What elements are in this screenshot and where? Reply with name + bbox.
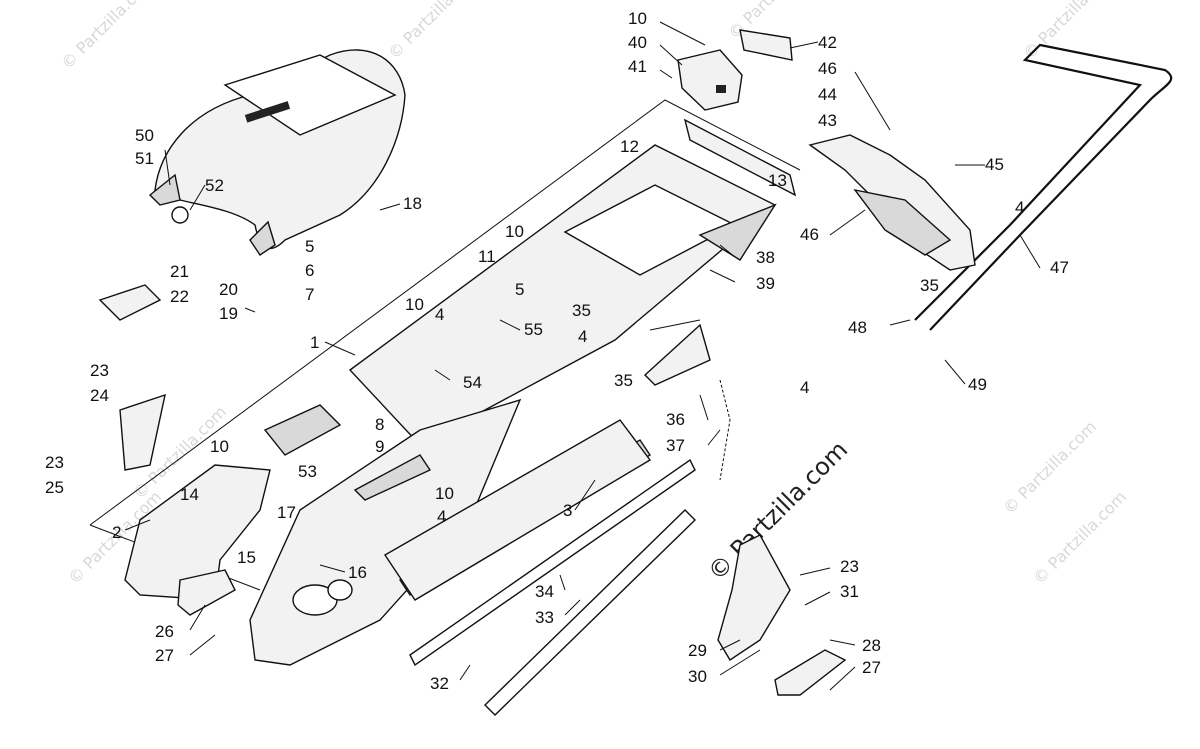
callout-35: 35 bbox=[572, 301, 591, 320]
watermark-center: © Partzilla.com bbox=[702, 435, 853, 586]
callout-43: 43 bbox=[818, 111, 837, 130]
callout-10: 10 bbox=[628, 9, 647, 28]
callout-39: 39 bbox=[756, 274, 775, 293]
callout-10: 10 bbox=[210, 437, 229, 456]
leader-lines bbox=[124, 21, 1041, 691]
callout-27: 27 bbox=[155, 646, 174, 665]
watermark-top-center-left: © Partzilla.com bbox=[384, 0, 485, 63]
callout-12: 12 bbox=[620, 137, 639, 156]
callout-30: 30 bbox=[688, 667, 707, 686]
callout-28: 28 bbox=[862, 636, 881, 655]
callout-49: 49 bbox=[968, 375, 987, 394]
watermark-mid-right: © Partzilla.com bbox=[999, 417, 1100, 518]
callout-36: 36 bbox=[666, 410, 685, 429]
callout-10: 10 bbox=[405, 295, 424, 314]
callout-50: 50 bbox=[135, 126, 154, 145]
callout-labels: 1 2 3 4 4 4 4 4 5 5 6 7 8 9 10 10 10 10 … bbox=[45, 9, 1069, 693]
callout-54: 54 bbox=[463, 373, 482, 392]
callout-4: 4 bbox=[437, 507, 446, 526]
callout-23: 23 bbox=[45, 453, 64, 472]
foot-step-assemblies bbox=[98, 284, 847, 696]
callout-47: 47 bbox=[1050, 258, 1069, 277]
callout-19: 19 bbox=[219, 304, 238, 323]
callout-11: 11 bbox=[478, 247, 496, 266]
callout-5: 5 bbox=[305, 237, 314, 256]
callout-44: 44 bbox=[818, 85, 837, 104]
callout-10: 10 bbox=[505, 222, 524, 241]
callout-3: 3 bbox=[563, 501, 572, 520]
tunnel-assembly bbox=[348, 118, 797, 446]
side-panels bbox=[124, 398, 522, 666]
callout-10: 10 bbox=[435, 484, 454, 503]
latch-assembly bbox=[677, 29, 793, 111]
callout-31: 31 bbox=[840, 582, 859, 601]
callout-35: 35 bbox=[614, 371, 633, 390]
callout-46: 46 bbox=[800, 225, 819, 244]
callout-45: 45 bbox=[985, 155, 1004, 174]
callout-20: 20 bbox=[219, 280, 238, 299]
callout-29: 29 bbox=[688, 641, 707, 660]
callout-13: 13 bbox=[768, 171, 787, 190]
callout-14: 14 bbox=[180, 485, 199, 504]
callout-46: 46 bbox=[818, 59, 837, 78]
callout-4: 4 bbox=[1015, 198, 1024, 217]
rear-bumper bbox=[808, 43, 1173, 331]
callout-8: 8 bbox=[375, 415, 384, 434]
callout-4: 4 bbox=[578, 327, 587, 346]
callout-52: 52 bbox=[205, 176, 224, 195]
callout-16: 16 bbox=[348, 563, 367, 582]
callout-5: 5 bbox=[515, 280, 524, 299]
callout-38: 38 bbox=[756, 248, 775, 267]
rails bbox=[384, 419, 696, 716]
callout-53: 53 bbox=[298, 462, 317, 481]
seat-assembly bbox=[148, 49, 406, 256]
watermark-bottom-right: © Partzilla.com bbox=[1029, 487, 1130, 588]
callout-15: 15 bbox=[237, 548, 256, 567]
callout-9: 9 bbox=[375, 437, 384, 456]
seat-bumper bbox=[171, 206, 189, 224]
callout-32: 32 bbox=[430, 674, 449, 693]
callout-22: 22 bbox=[170, 287, 189, 306]
callout-33: 33 bbox=[535, 608, 554, 627]
callout-1: 1 bbox=[310, 333, 319, 352]
callout-41: 41 bbox=[628, 57, 647, 76]
chain-rod bbox=[643, 319, 731, 481]
callout-27: 27 bbox=[862, 658, 881, 677]
callout-35: 35 bbox=[920, 276, 939, 295]
callout-42: 42 bbox=[818, 33, 837, 52]
callout-55: 55 bbox=[524, 320, 543, 339]
watermark-top-left: © Partzilla.com bbox=[57, 0, 158, 73]
callout-24: 24 bbox=[90, 386, 109, 405]
callout-26: 26 bbox=[155, 622, 174, 641]
callout-48: 48 bbox=[848, 318, 867, 337]
callout-37: 37 bbox=[666, 436, 685, 455]
callout-23: 23 bbox=[840, 557, 859, 576]
callout-4: 4 bbox=[800, 378, 809, 397]
callout-6: 6 bbox=[305, 261, 314, 280]
callout-23: 23 bbox=[90, 361, 109, 380]
callout-4: 4 bbox=[435, 305, 444, 324]
callout-7: 7 bbox=[305, 285, 314, 304]
callout-51: 51 bbox=[135, 149, 154, 168]
callout-17: 17 bbox=[277, 503, 296, 522]
callout-34: 34 bbox=[535, 582, 554, 601]
watermark-top-right: © Partzilla.com bbox=[1019, 0, 1120, 63]
callout-2: 2 bbox=[112, 523, 121, 542]
callout-40: 40 bbox=[628, 33, 647, 52]
callout-18: 18 bbox=[403, 194, 422, 213]
callout-25: 25 bbox=[45, 478, 64, 497]
callout-21: 21 bbox=[170, 262, 189, 281]
